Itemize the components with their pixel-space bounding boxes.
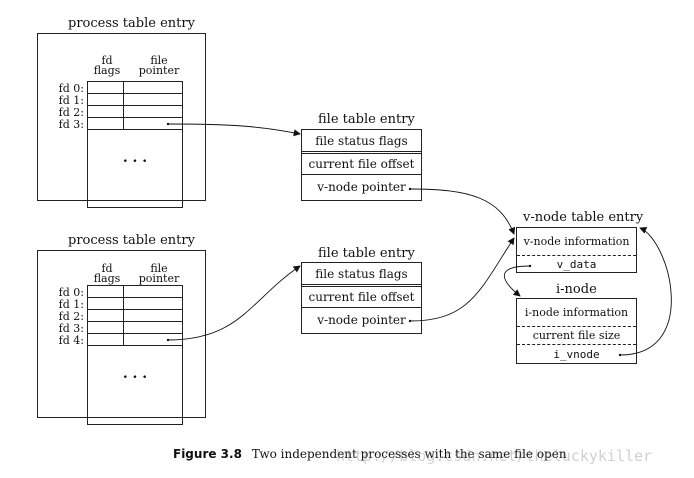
inode-title: i-node xyxy=(556,282,597,297)
current-file-size-row: current file size xyxy=(517,327,636,345)
col-fd-flags-label: fd flags xyxy=(93,262,121,285)
figure-label: Figure 3.8 xyxy=(173,447,242,461)
vnode-table-title: v-node table entry xyxy=(523,210,644,225)
col-file-pointer-label: file pointer xyxy=(138,54,180,77)
fd-table-2: . . . xyxy=(87,285,183,425)
inode-table: i-node information current file size i_v… xyxy=(516,298,637,364)
arrow-fd4-to-file-table-2 xyxy=(167,265,301,341)
fd-label-3: fd 3: xyxy=(58,118,84,131)
fd-label-3: fd 3: xyxy=(58,322,84,335)
i-vnode-field: i_vnode xyxy=(553,347,600,361)
current-file-offset-row: current file offset xyxy=(302,286,421,308)
vnode-table: v-node information v_data xyxy=(516,227,637,273)
fd-table-1: . . . xyxy=(87,81,183,208)
arrow-vdata-to-inode xyxy=(503,265,531,297)
arrow-file-table-1-to-vnode xyxy=(409,188,516,235)
more-entries-dots: . . . xyxy=(122,150,148,166)
fd-label-2: fd 2: xyxy=(58,310,84,323)
more-entries-dots: . . . xyxy=(122,366,148,382)
watermark: http://blog.csdn.net/theluckykiller xyxy=(336,447,653,465)
process-table-2-title: process table entry xyxy=(68,233,195,248)
figure-caption: Figure 3.8 Two independent processes wit… xyxy=(173,447,567,461)
arrow-file-table-2-to-vnode xyxy=(409,237,515,322)
v-node-pointer-row: v-node pointer xyxy=(317,180,406,194)
process-table-1-title: process table entry xyxy=(68,16,195,31)
process-table-1: fd flags file pointer fd 0: fd 1: fd 2: … xyxy=(37,33,206,208)
file-status-flags-row: file status flags xyxy=(302,263,421,285)
figure-text: Two independent processes with the same … xyxy=(251,447,567,461)
file-table-1-title: file table entry xyxy=(318,112,415,127)
fd-label-0: fd 0: xyxy=(58,286,84,299)
col-fd-flags-label: fd flags xyxy=(93,54,121,77)
fd-label-4: fd 4: xyxy=(58,334,84,347)
v-node-pointer-row: v-node pointer xyxy=(317,313,406,327)
fd-label-2: fd 2: xyxy=(58,106,84,119)
file-table-1: file status flags current file offset v-… xyxy=(301,129,422,201)
fd-label-0: fd 0: xyxy=(58,82,84,95)
file-table-2: file status flags current file offset v-… xyxy=(301,262,422,334)
vnode-information-row: v-node information xyxy=(517,228,636,256)
file-table-2-title: file table entry xyxy=(318,246,415,261)
v-data-field: v_data xyxy=(556,257,597,271)
file-status-flags-row: file status flags xyxy=(302,130,421,152)
arrow-fd3-to-file-table-1 xyxy=(167,123,301,137)
arrow-ivnode-to-vnode xyxy=(619,227,672,356)
fd-label-1: fd 1: xyxy=(58,94,84,107)
fd-label-1: fd 1: xyxy=(58,298,84,311)
current-file-offset-row: current file offset xyxy=(302,153,421,175)
inode-information-row: i-node information xyxy=(517,299,636,327)
process-table-2: fd flags file pointer fd 0: fd 1: fd 2: … xyxy=(37,250,206,425)
col-file-pointer-label: file pointer xyxy=(138,262,180,285)
